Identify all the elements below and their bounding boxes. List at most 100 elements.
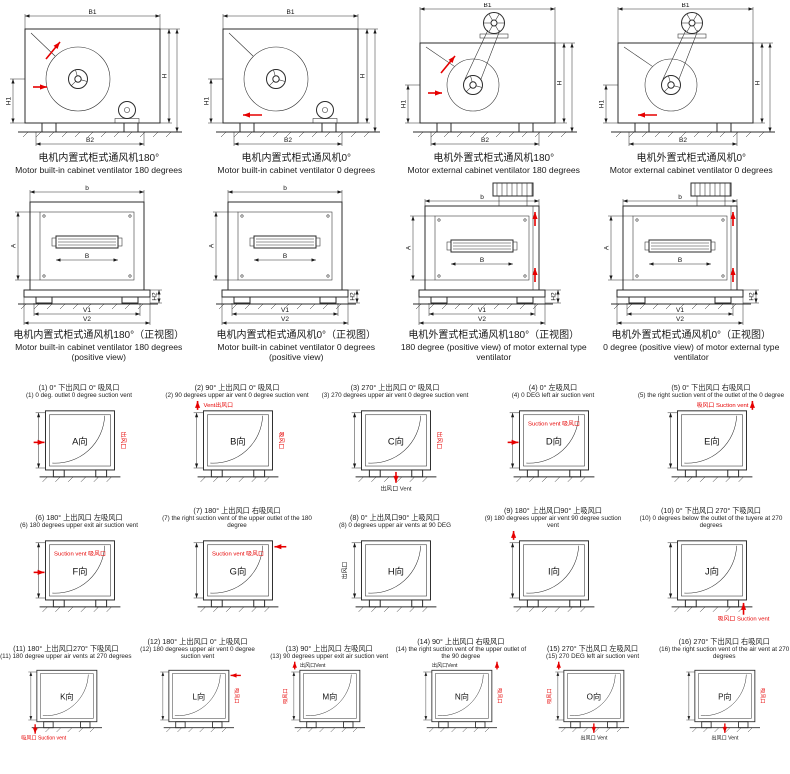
mounting-feet <box>438 721 486 729</box>
cabinet-outline <box>694 669 756 723</box>
vent-annotation: 吸风口 <box>232 688 239 703</box>
direction-view-4: (4) 0° 左吸风口(4) 0 DEG left air suction ve… <box>474 368 632 494</box>
height-dimension <box>667 412 678 468</box>
caption-english: (10) 0 degrees below the outlet of the t… <box>639 515 783 530</box>
height-dimension <box>667 542 678 599</box>
svg-text:V1: V1 <box>676 308 684 315</box>
caption-chinese: (11) 180° 上出风口270° 下吸风口 <box>13 643 119 653</box>
svg-text:V1: V1 <box>281 308 289 315</box>
cabinet-box <box>24 28 161 124</box>
height-dimension <box>28 671 37 721</box>
mounting-feet <box>41 122 139 133</box>
view-label: E向 <box>704 435 720 446</box>
svg-text:H1: H1 <box>203 96 210 105</box>
screw-icon <box>326 274 330 278</box>
caption-chinese: (1) 0° 下出风口 0° 吸风口 <box>38 382 120 392</box>
cabinet-outline <box>562 669 624 723</box>
panel-outline <box>698 673 752 719</box>
figure-caption: 电机内置式柜式通风机0°Motor built-in cabinet venti… <box>217 153 375 175</box>
cabinet-outline <box>167 669 229 723</box>
cabinet-outline <box>360 540 431 601</box>
caption-english: (11) 180 degree upper air vents at 270 d… <box>0 652 132 660</box>
caption-english: (9) 180 degrees upper air vent 90 degree… <box>484 515 622 530</box>
svg-text:B: B <box>480 258 484 265</box>
svg-text:V1: V1 <box>83 308 91 315</box>
figure-caption: 电机外置式柜式通风机180°Motor external cabinet ven… <box>408 153 580 175</box>
cabinet-outline <box>518 409 589 471</box>
cabinet-box <box>222 28 359 124</box>
figure-caption: 电机外置式柜式通风机0°Motor external cabinet venti… <box>610 153 773 175</box>
screw-icon <box>635 218 639 222</box>
svg-text:V2: V2 <box>478 317 486 324</box>
motor-box <box>690 182 732 207</box>
svg-text:A: A <box>11 244 18 249</box>
mounting-feet <box>239 122 337 133</box>
airflow-arrow-icon <box>292 661 298 670</box>
direction-view-7: (7) 180° 上出风口 右吸风口(7) the right suction … <box>158 498 316 624</box>
svg-text:B2: B2 <box>679 137 687 144</box>
mounting-feet <box>368 599 424 608</box>
door-panel <box>237 212 333 281</box>
airflow-arrow-icon <box>532 212 538 227</box>
scroll-curve <box>701 674 747 716</box>
screw-icon <box>240 274 244 278</box>
cabinet-outline <box>44 540 115 601</box>
svg-text:H2: H2 <box>551 292 558 301</box>
mounting-feet <box>306 721 354 729</box>
direction-caption: (10) 0° 下出风口 270° 下吸风口(10) 0 degrees bel… <box>636 498 786 529</box>
scroll-curve <box>174 674 221 716</box>
cabinet-box <box>419 42 556 124</box>
direction-caption: (15) 270° 下出风口 左吸风口(15) 270 DEG left air… <box>546 629 639 660</box>
airflow-arrow-icon <box>511 531 517 541</box>
view-label: G向 <box>230 566 247 577</box>
ground-line <box>513 606 595 613</box>
scroll-curve <box>210 415 263 463</box>
view-label: H向 <box>388 566 404 577</box>
panel-outline <box>523 544 585 597</box>
caption-chinese: (13) 90° 上出风口 左吸风口 <box>285 643 373 653</box>
ground-line <box>426 727 497 733</box>
screw-icon <box>240 214 244 218</box>
door-panel <box>434 216 530 281</box>
direction-view-13: (13) 90° 上出风口 左吸风口(13) 90 degrees upper … <box>263 629 395 742</box>
scroll-curve <box>52 415 105 463</box>
cabinet-front <box>424 205 540 291</box>
direction-caption: (3) 270° 上出风口 0° 吸风口(3) 270 degrees uppe… <box>322 368 469 399</box>
caption-chinese: 电机外置式柜式通风机180°（正视图） <box>408 330 580 342</box>
ground-line <box>413 303 554 310</box>
caption-english: Motor built-in cabinet ventilator 180 de… <box>15 164 183 175</box>
caption-chinese: 电机内置式柜式通风机180°（正视图） <box>13 330 185 342</box>
direction-view-8: (8) 0° 上出风口90° 上吸风口(8) 0 degrees upper a… <box>316 498 474 624</box>
airflow-arrow-icon <box>637 112 657 118</box>
airflow-arrow-icon <box>33 439 45 445</box>
scroll-curve <box>368 545 421 594</box>
motor <box>677 12 707 39</box>
panel-outline <box>365 414 427 466</box>
vent-annotation: 吸风口 <box>759 688 766 703</box>
cabinet-front <box>622 205 738 291</box>
panel-outline <box>207 414 269 466</box>
ground-line <box>413 131 578 138</box>
vent-annotation: Suction vent 吸风口 <box>528 420 580 427</box>
view-label: O向 <box>586 691 600 701</box>
svg-text:b: b <box>678 195 682 202</box>
direction-caption: (4) 0° 左吸风口(4) 0 DEG left air suction ve… <box>512 368 595 399</box>
scroll-curve <box>210 545 263 594</box>
panel-outline <box>566 673 621 719</box>
scroll-curve <box>684 545 737 594</box>
ground-line <box>215 131 380 138</box>
vent-annotation: 吸风口 Suction vent <box>21 735 67 742</box>
panel-outline <box>49 414 111 466</box>
cabinet-outline <box>202 540 273 601</box>
panel-outline <box>39 673 94 719</box>
